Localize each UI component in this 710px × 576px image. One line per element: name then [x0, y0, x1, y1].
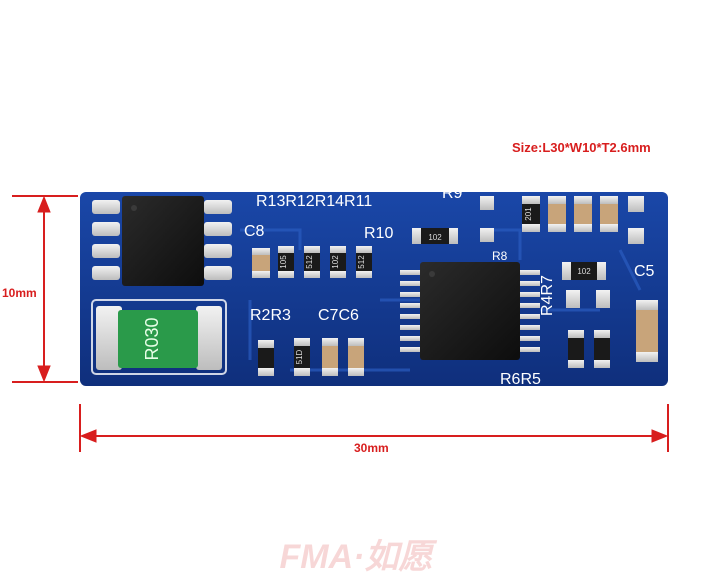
dim-height-arrow-top [37, 195, 51, 213]
code-51d: 51D [295, 349, 304, 364]
silk-r4r7: R4R7 [539, 275, 556, 316]
silkscreen-labels: R13R12R14R11 R9 C8 R10 R8 R4R7 C5 R2R3 C… [244, 185, 655, 388]
chip-pads-right [204, 200, 232, 280]
silk-r9: R9 [442, 185, 463, 202]
code-512b: 512 [357, 255, 366, 269]
shunt-resistor: R030 [91, 299, 227, 375]
code-102c: 102 [577, 267, 591, 276]
soic8-chip [92, 196, 232, 286]
dim-width-arrow-right [651, 429, 669, 443]
silk-r8: R8 [492, 249, 508, 263]
dimension-height-label: 10mm [2, 286, 37, 300]
silk-c8: C8 [244, 223, 265, 240]
smd-components [252, 196, 658, 376]
dim-height-arrow-bottom [37, 365, 51, 383]
code-102a: 102 [331, 255, 340, 269]
dim-width-arrow-left [79, 429, 97, 443]
silk-top-row: R13R12R14R11 [256, 193, 372, 210]
shunt-body [118, 310, 198, 368]
silk-c5: C5 [634, 263, 655, 280]
chip-pads-left [92, 200, 120, 280]
resistor-r10 [412, 228, 458, 244]
silk-r10: R10 [364, 225, 393, 242]
shunt-code: R030 [142, 317, 162, 360]
part-code-labels: 105 512 102 512 102 102 201 51D [279, 207, 591, 365]
tssop-chip [400, 262, 540, 360]
tssop-body [420, 262, 520, 360]
code-102b: 102 [428, 233, 442, 242]
pcb-traces [240, 228, 642, 372]
watermark-text: FMA·如愿 [280, 538, 438, 576]
capacitor-c5 [636, 300, 658, 362]
capacitor-c8 [252, 248, 270, 278]
silk-r6r5: R6R5 [500, 371, 541, 388]
code-201: 201 [524, 207, 533, 221]
dimension-width-label: 30mm [354, 441, 389, 455]
code-105: 105 [279, 255, 288, 269]
code-512a: 512 [305, 255, 314, 269]
resistor-row-right [522, 196, 618, 232]
silk-c7c6: C7C6 [318, 307, 359, 324]
dimension-markers [12, 195, 669, 452]
silk-r2r3: R2R3 [250, 307, 291, 324]
size-label: Size:L30*W10*T2.6mm [512, 140, 651, 155]
resistor-row-top [278, 246, 372, 278]
soic8-body [122, 196, 204, 286]
watermark-logo: FMA·如愿 [280, 538, 438, 576]
